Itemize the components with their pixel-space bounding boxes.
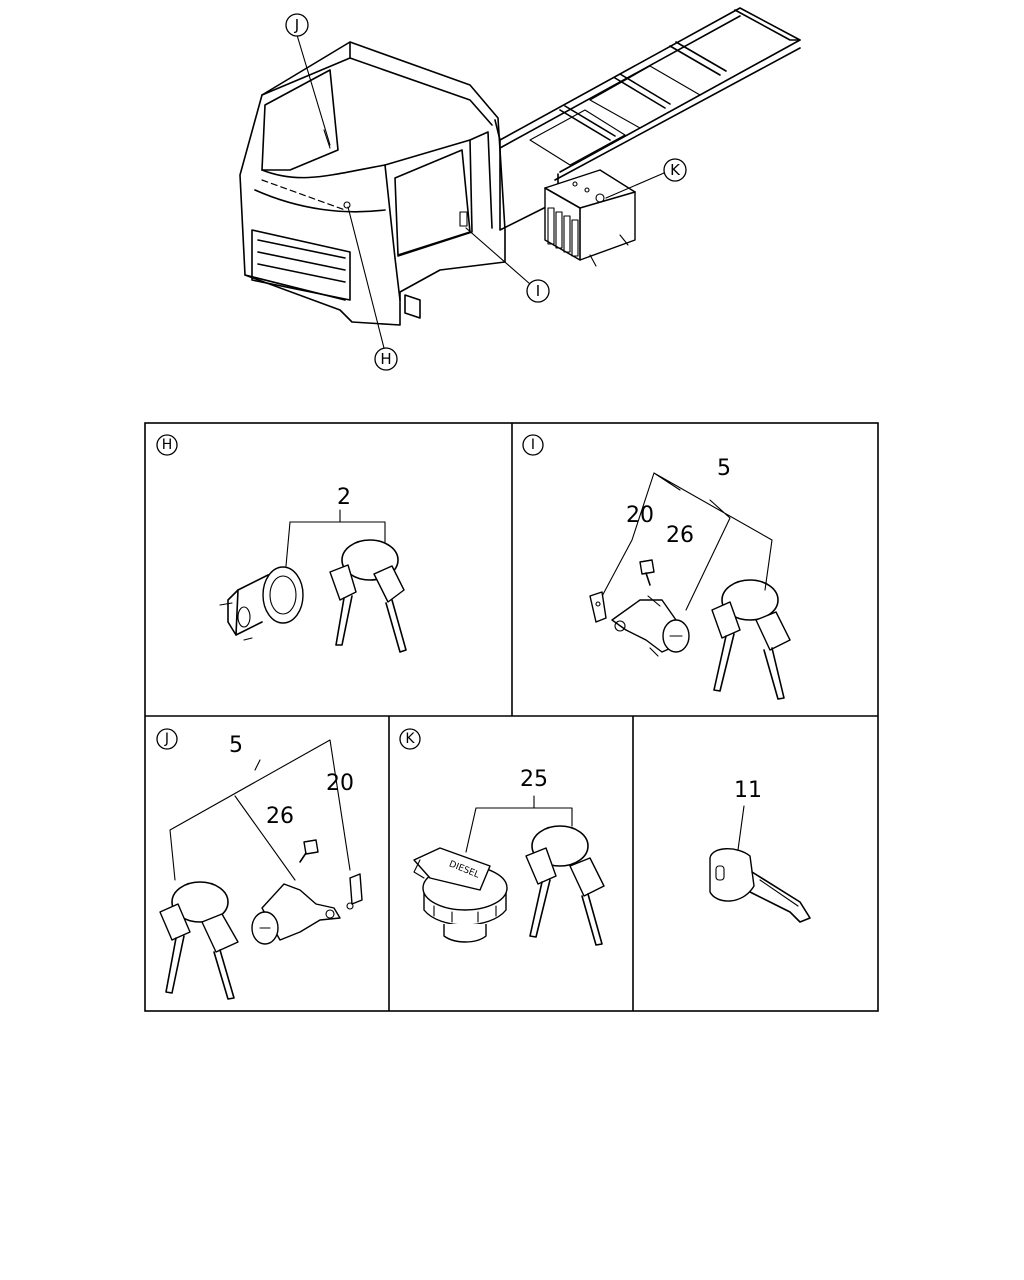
callout-i: I bbox=[465, 227, 550, 303]
ignition-lock-cylinder bbox=[219, 566, 304, 641]
door-lock-cylinder-i bbox=[611, 595, 690, 657]
part-5-label-j: 5 bbox=[229, 733, 243, 758]
part-26-label-j: 26 bbox=[266, 804, 294, 829]
bolt-26-j bbox=[299, 839, 319, 863]
callout-i-label: I bbox=[536, 282, 540, 300]
lever-20-i bbox=[589, 591, 607, 623]
lever-20-j bbox=[346, 873, 363, 910]
panel-j-letter: J bbox=[164, 731, 169, 747]
panel-h-letter: H bbox=[162, 437, 173, 453]
fuel-tank bbox=[544, 169, 636, 267]
panel-k-letter: K bbox=[405, 731, 415, 747]
key-pair-i bbox=[711, 579, 791, 700]
key-pair-h bbox=[329, 539, 407, 653]
part-2-label: 2 bbox=[337, 485, 351, 510]
fuel-filler-cap: DIESEL bbox=[413, 847, 508, 943]
door-lock-cylinder-j bbox=[251, 883, 341, 945]
key-pair-j bbox=[159, 881, 239, 1000]
panel-i: I 5 20 26 bbox=[522, 434, 791, 700]
part-20-label-j: 20 bbox=[326, 771, 354, 796]
detail-grid bbox=[144, 422, 879, 1012]
truck-cab bbox=[239, 41, 506, 326]
callout-h: H bbox=[347, 206, 398, 371]
callout-j-label: J bbox=[294, 16, 299, 34]
part-5-label-i: 5 bbox=[717, 456, 731, 481]
callout-j: J bbox=[285, 13, 331, 146]
chassis-frame bbox=[499, 7, 801, 231]
truck-overview: J K I H bbox=[239, 7, 801, 371]
panel-i-letter: I bbox=[531, 437, 535, 453]
bolt-26-i bbox=[639, 559, 655, 586]
part-26-label-i: 26 bbox=[666, 523, 694, 548]
panel-key-11: 11 bbox=[709, 778, 811, 923]
part-11-label: 11 bbox=[734, 778, 762, 803]
key-pair-k bbox=[525, 825, 605, 946]
callout-k: K bbox=[605, 158, 687, 199]
panel-k: K 25 DIESEL bbox=[399, 728, 605, 946]
panel-j: J 5 26 20 bbox=[156, 728, 363, 1000]
panel-h: H 2 bbox=[156, 434, 407, 653]
callout-k-label: K bbox=[670, 161, 681, 179]
blank-key-11 bbox=[709, 848, 811, 923]
part-25-label: 25 bbox=[520, 767, 548, 792]
callout-h-label: H bbox=[380, 350, 391, 368]
